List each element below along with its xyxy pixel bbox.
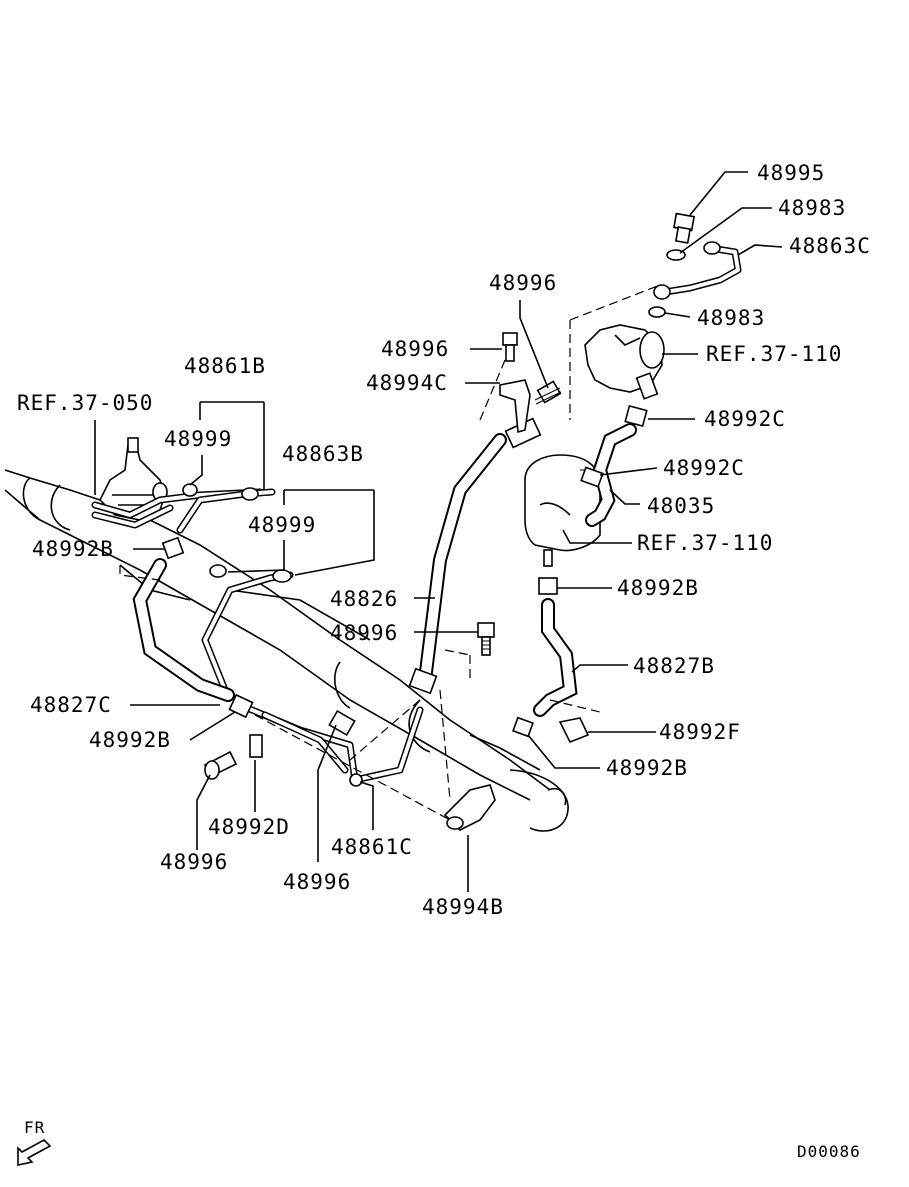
return-tube-48861C — [236, 701, 424, 784]
label-48999-a: 48999 — [164, 427, 232, 451]
label-48983-top: 48983 — [778, 196, 846, 220]
front-direction-indicator: FR — [17, 1118, 52, 1166]
label-48992B-left: 48992B — [32, 537, 114, 561]
label-48992B-tank: 48992B — [617, 576, 699, 600]
label-48996-mid: 48996 — [330, 621, 398, 645]
bolt-48996-mid — [477, 622, 495, 656]
label-48861B: 48861B — [184, 354, 266, 378]
label-ref-37-110-tank: REF.37-110 — [637, 531, 773, 555]
label-48992D: 48992D — [208, 815, 290, 839]
return-hose-48827B — [512, 577, 590, 744]
label-48992C-b: 48992C — [663, 456, 745, 480]
label-48992B-bottom: 48992B — [606, 756, 688, 780]
label-48827C: 48827C — [30, 693, 112, 717]
return-hose-48827C — [132, 536, 235, 702]
label-48995: 48995 — [757, 161, 825, 185]
bracket-48994B — [443, 784, 496, 831]
leader-lines — [94, 171, 783, 892]
label-48861C: 48861C — [331, 835, 413, 859]
diagram-code: D00086 — [797, 1142, 861, 1161]
suction-tube-48863C — [653, 241, 742, 300]
suction-hose-48035 — [580, 404, 648, 527]
bracket-48994C — [499, 332, 562, 434]
lower-left-fittings — [203, 693, 363, 787]
label-48983-mid: 48983 — [697, 306, 765, 330]
label-48996-bottom-2: 48996 — [283, 870, 351, 894]
label-ref-37-050: REF.37-050 — [17, 391, 153, 415]
label-48996-top: 48996 — [489, 271, 557, 295]
pressure-tube-48863B — [201, 564, 294, 694]
label-48992C-a: 48992C — [704, 407, 786, 431]
fr-arrow-icon — [17, 1139, 52, 1166]
label-48827B: 48827B — [633, 654, 715, 678]
label-48826: 48826 — [330, 587, 398, 611]
label-48863C: 48863C — [789, 234, 871, 258]
label-48035: 48035 — [647, 494, 715, 518]
label-48992F: 48992F — [659, 720, 741, 744]
fr-label: FR — [24, 1118, 45, 1137]
part-labels: 48995 48983 48863C 48996 48983 48996 REF… — [17, 161, 871, 919]
label-48994B: 48994B — [422, 895, 504, 919]
dashed-reference-lines — [119, 284, 661, 821]
label-48999-b: 48999 — [248, 513, 316, 537]
oil-pump — [584, 324, 665, 400]
label-48994C: 48994C — [366, 371, 448, 395]
pressure-tube-48861B — [176, 483, 276, 534]
label-48992B-lower: 48992B — [89, 728, 171, 752]
union-bolt-48995 — [648, 212, 696, 318]
label-ref-37-110-pump: REF.37-110 — [706, 342, 842, 366]
label-48996-left: 48996 — [381, 337, 449, 361]
pressure-hose-48826 — [408, 417, 542, 695]
label-48863B: 48863B — [282, 442, 364, 466]
label-48996-bottom-1: 48996 — [160, 850, 228, 874]
